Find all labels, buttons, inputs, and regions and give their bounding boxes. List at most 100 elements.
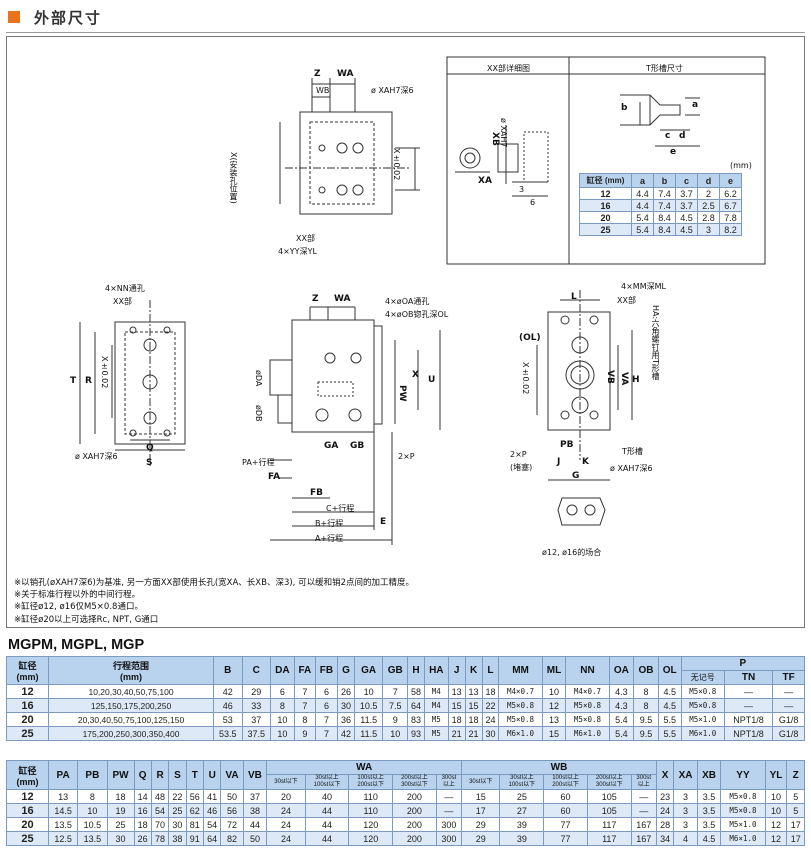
table-cell: 10: [77, 803, 108, 818]
header-p-sub: TF: [772, 670, 805, 685]
table-cell: 36: [337, 712, 355, 727]
table-cell: 14: [133, 789, 152, 804]
table-cell: M4: [423, 698, 449, 713]
dim-s: S: [146, 458, 153, 468]
header-z: Z: [786, 760, 805, 790]
table-cell: 125,150,175,200,250: [47, 698, 215, 713]
tslot-cell: 4.4: [631, 199, 654, 212]
section-header: 外部尺寸: [8, 6, 102, 28]
dim-c-stroke: C+行程: [326, 504, 355, 513]
table-cell: 200: [392, 817, 437, 832]
dim-d: d: [679, 131, 686, 141]
table-cell: 54: [150, 803, 170, 818]
table-cell: 7: [382, 684, 408, 699]
notes: ※以销孔(øXAH7深6)为基准, 另一方面XX部使用长孔(宽XA、长XB、深3…: [14, 577, 414, 626]
table-cell: 13: [541, 712, 567, 727]
header-pb: PB: [77, 760, 108, 790]
table-cell: 13.5: [47, 817, 79, 832]
table-cell: 44: [304, 831, 350, 846]
table-cell: 18: [106, 789, 135, 804]
table-cell: 53.5: [213, 726, 243, 741]
table-cell: 13: [464, 684, 483, 699]
table-cell: 8: [270, 698, 295, 713]
dim-b-stroke: B+行程: [315, 519, 344, 528]
table-cell: 20: [6, 712, 49, 727]
table-cell: 82: [220, 831, 244, 846]
table-cell: 62: [185, 803, 205, 818]
tslot-header-e: e: [719, 173, 742, 188]
header-vb: VB: [242, 760, 268, 790]
dim-r: R: [85, 376, 92, 386]
table-cell: 13: [447, 684, 466, 699]
label-ob-counterbore: 4×øOB锪孔深OL: [385, 310, 449, 319]
table-cell: 70: [150, 817, 170, 832]
table-cell: 29: [461, 817, 501, 832]
table-cell: 24: [266, 817, 306, 832]
header-q: Q: [133, 760, 152, 790]
tslot-cell: 5.4: [631, 211, 654, 224]
model-title: MGPM, MGPL, MGP: [8, 637, 145, 653]
table-cell: M5×0.8: [680, 698, 725, 713]
table-cell: 167: [630, 817, 657, 832]
dim-xb: XB: [490, 132, 500, 146]
label-xx-part: XX部: [296, 234, 315, 243]
label-oxa: ø XAH7: [499, 118, 508, 148]
table-cell: 15: [541, 726, 567, 741]
label-install-hole: X(安装孔位置): [229, 152, 238, 204]
unit-mm: (mm): [730, 161, 752, 170]
table-cell: 30: [337, 698, 355, 713]
table-cell: 10: [270, 726, 295, 741]
dim-x-tol-3: X±0.02: [521, 362, 530, 395]
table-cell: 15: [461, 789, 501, 804]
table-cell: 11.5: [353, 726, 384, 741]
table-cell: 5: [786, 803, 805, 818]
table-cell: 40: [304, 789, 350, 804]
table-cell: 17: [786, 831, 805, 846]
tslot-cell: 3: [697, 223, 720, 236]
table-cell: 50: [242, 831, 268, 846]
table-cell: 200: [392, 803, 437, 818]
table-cell: 18: [464, 712, 483, 727]
table-cell: 8: [633, 698, 659, 713]
table-cell: 25: [6, 726, 49, 741]
dim-z-2: Z: [312, 294, 319, 304]
left-end-view-drawing: [79, 300, 186, 468]
table-cell: 48: [150, 789, 170, 804]
note-line: ※缸径ø12, ø16仅M5×0.8通口。: [14, 602, 143, 613]
tslot-cell: 25: [579, 223, 632, 236]
header-h: H: [407, 656, 425, 685]
dim-q: Q: [146, 443, 154, 453]
right-end-view-drawing: [536, 290, 633, 526]
table-cell: NPT1/8: [723, 712, 774, 727]
header-nn: NN: [565, 656, 610, 685]
header-j: J: [447, 656, 466, 685]
dim-pa-stroke: PA+行程: [242, 458, 275, 467]
table-cell: —: [630, 803, 657, 818]
table-cell: 10,20,30,40,50,75,100: [47, 684, 215, 699]
table-cell: 12: [764, 831, 788, 846]
table-cell: M6×1.0: [680, 726, 725, 741]
dim-vb: VB: [605, 370, 615, 384]
table-cell: 105: [586, 789, 632, 804]
table-cell: 15: [464, 698, 483, 713]
drawing-frame: [6, 36, 805, 628]
table-cell: —: [435, 789, 463, 804]
tslot-cell: 8.2: [719, 223, 742, 236]
table-cell: 29: [241, 684, 272, 699]
table-cell: 3.5: [696, 789, 722, 804]
table-cell: 9.5: [633, 712, 659, 727]
table-cell: 24: [266, 831, 306, 846]
dim-pb: PB: [560, 440, 574, 450]
header-stroke-range: 行程范围(mm): [47, 656, 215, 685]
dim-e: e: [670, 147, 677, 157]
table-cell: 3.5: [696, 803, 722, 818]
dim-wb: WB: [316, 86, 330, 95]
table-cell: 26: [337, 684, 355, 699]
table-cell: 28: [655, 817, 675, 832]
